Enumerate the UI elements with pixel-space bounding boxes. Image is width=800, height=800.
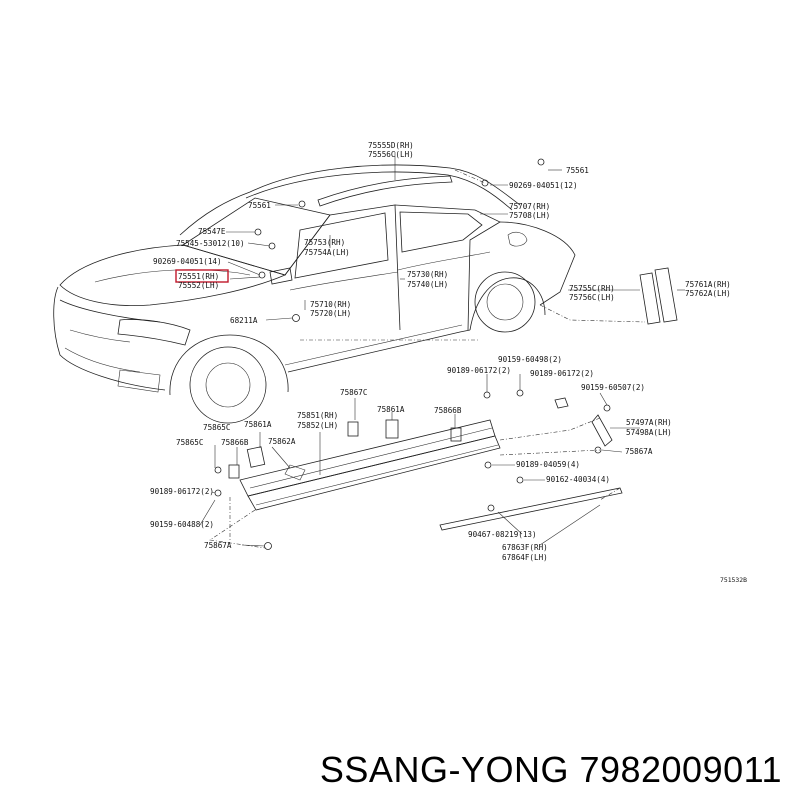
callout-90189-06172-b: 90189-06172(2) (530, 369, 594, 378)
callout-75545: 75545-53012(10) (176, 239, 245, 248)
callout-75761A: 75761A(RH) (685, 280, 731, 289)
callout-75862A: 75862A (268, 437, 296, 446)
callout-67864F: 67864F(LH) (502, 553, 548, 562)
callout-90189-06172-left: 90189-06172(2) (150, 487, 214, 496)
callout-75555D: 75555D(RH) (368, 141, 414, 150)
highlighted-part-box (175, 269, 229, 283)
callout-75861A-mid: 75861A (377, 405, 405, 414)
callout-90269-12: 90269-04051(12) (509, 181, 578, 190)
callout-75561-right: 75561 (566, 166, 589, 175)
callout-75867A-right: 75867A (625, 447, 653, 456)
callout-75755C: 75755C(RH) (569, 284, 615, 293)
car-body-illustration (53, 164, 576, 424)
callout-90189-06172-a: 90189-06172(2) (447, 366, 511, 375)
callout-75762A: 75762A(LH) (685, 289, 731, 298)
callout-75865C-left: 75865C (176, 438, 203, 447)
callout-75754A: 75754A(LH) (304, 248, 350, 257)
callout-67863F: 67863F(RH) (502, 543, 548, 552)
rear-garnish-part (639, 267, 678, 325)
callout-75730: 75730(RH) (407, 270, 448, 279)
callout-75866B-left: 75866B (221, 438, 249, 447)
callout-75707: 75707(RH) (509, 202, 550, 211)
part-number-caption: SSANG-YONG 7982009011 (319, 749, 782, 790)
fastener-symbols (214, 158, 613, 550)
callout-75552: 75552(LH) (178, 281, 219, 290)
callout-75551: 75551(RH) (178, 272, 219, 281)
callout-75865C-top: 75865C (203, 423, 230, 432)
callout-75867A-bottom: 75867A (204, 541, 232, 550)
callout-90269-14: 90269-04051(14) (153, 257, 222, 266)
callout-68211A: 68211A (230, 316, 258, 325)
callout-57497A: 57497A(RH) (626, 418, 672, 427)
callout-75720: 75720(LH) (310, 309, 351, 318)
callout-75740: 75740(LH) (407, 280, 448, 289)
callout-75547E: 75547E (198, 227, 226, 236)
callout-90189-04059: 90189-04059(4) (516, 460, 580, 469)
callout-75753: 75753(RH) (304, 238, 345, 247)
callout-75866B-mid: 75866B (434, 406, 462, 415)
callout-75710: 75710(RH) (310, 300, 351, 309)
scuff-plate-part (439, 487, 623, 531)
callout-90159-60488: 90159-60488(2) (150, 520, 214, 529)
callout-75556C: 75556C(LH) (368, 150, 414, 159)
callout-57498A: 57498A(LH) (626, 428, 672, 437)
callout-90159-60507: 90159-60507(2) (581, 383, 645, 392)
leader-lines (199, 152, 685, 547)
callout-90159-60498: 90159-60498(2) (498, 355, 562, 364)
callout-75852: 75852(LH) (297, 421, 338, 430)
diagram-reference-code: 751532B (720, 576, 747, 584)
callout-labels: 75555D(RH) 75556C(LH) 75561 90269-04051(… (150, 141, 731, 562)
callout-75756C: 75756C(LH) (569, 293, 615, 302)
callout-90162-40034: 90162-40034(4) (546, 475, 610, 484)
callout-75851: 75851(RH) (297, 411, 338, 420)
callout-75561-left: 75561 (248, 201, 271, 210)
dashed-guide-lines (209, 169, 646, 549)
callout-90467-08219: 90467-08219(13) (468, 530, 537, 539)
roof-molding-part (317, 175, 453, 207)
callout-75861A-left: 75861A (244, 420, 272, 429)
callout-75708: 75708(LH) (509, 211, 550, 220)
callout-75867C: 75867C (340, 388, 367, 397)
rocker-panel-assembly (228, 419, 501, 511)
